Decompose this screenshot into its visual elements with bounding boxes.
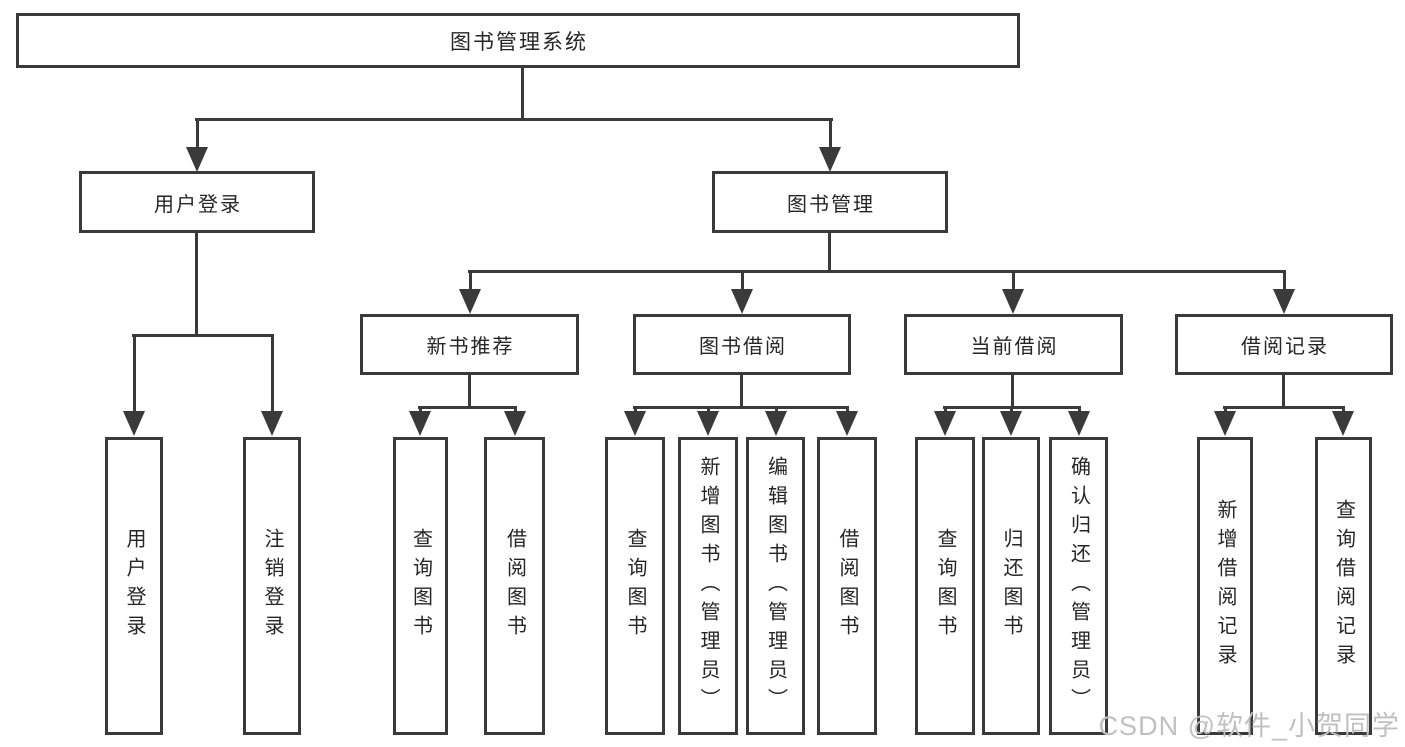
arrowhead-to-borrow-records: [1273, 270, 1295, 314]
arrowhead-group1-child2: [504, 406, 526, 436]
leaf-newbooks-borrow-books-label: 借阅图书: [503, 528, 526, 644]
leaf-current-return-books-label: 归还图书: [1000, 528, 1022, 644]
connector-group1-stem: [468, 375, 471, 409]
node-book-borrowing-label: 图书借阅: [699, 336, 787, 358]
arrowhead-group2-child1: [624, 406, 646, 436]
connector-group2-bus: [633, 406, 849, 409]
connector-login-bus: [132, 334, 274, 337]
node-new-book-recommend: 新书推荐: [360, 314, 579, 375]
leaf-logout: 注销登录: [243, 437, 301, 735]
arrowhead-group2-child2: [697, 406, 719, 436]
node-new-book-recommend-label: 新书推荐: [426, 336, 515, 358]
node-current-borrowing: 当前借阅: [904, 314, 1123, 375]
node-user-login-label: 用户登录: [154, 193, 242, 216]
leaf-current-return-books: 归还图书: [982, 437, 1040, 735]
arrowhead-to-leaf-user-login: [123, 334, 145, 436]
csdn-watermark: CSDN @软件_小贺同学: [1098, 711, 1400, 741]
leaf-borrow-borrow-books-label: 借阅图书: [836, 528, 858, 644]
arrowhead-group2-child3: [765, 406, 787, 436]
leaf-current-confirm-return-admin: 确认归还（管理员）: [1049, 437, 1108, 735]
leaf-records-add-borrow-record-label: 新增借阅记录: [1214, 499, 1236, 673]
node-borrowing-records-label: 借阅记录: [1241, 336, 1329, 358]
leaf-borrow-edit-books-admin-label: 编辑图书（管理员）: [764, 455, 787, 717]
connector-root-stem: [521, 67, 524, 121]
arrowhead-to-user-login: [186, 118, 208, 172]
arrowhead-group1-child1: [409, 406, 431, 436]
arrowhead-group4-child2: [1332, 406, 1354, 436]
node-book-management: 图书管理: [712, 171, 948, 233]
leaf-current-query-books-label: 查询图书: [934, 528, 956, 644]
arrowhead-to-new-books: [459, 270, 481, 314]
connector-management-stem: [828, 233, 831, 273]
leaf-borrow-add-books-admin: 新增图书（管理员）: [678, 437, 738, 735]
leaf-records-query-borrow-record: 查询借阅记录: [1315, 437, 1372, 735]
arrowhead-to-current-borrow: [1002, 270, 1024, 314]
node-book-borrowing: 图书借阅: [633, 314, 851, 375]
node-library-system-label: 图书管理系统: [450, 30, 588, 54]
arrowhead-to-book-management: [819, 118, 841, 172]
node-book-management-label: 图书管理: [787, 193, 875, 216]
leaf-newbooks-query-books-label: 查询图书: [409, 528, 432, 644]
leaf-logout-label: 注销登录: [261, 528, 283, 644]
connector-group4-bus: [1223, 406, 1345, 409]
arrowhead-group3-child3: [1068, 406, 1090, 436]
leaf-borrow-add-books-admin-label: 新增图书（管理员）: [697, 455, 719, 717]
connector-group2-stem: [740, 375, 743, 409]
leaf-newbooks-query-books: 查询图书: [393, 437, 448, 735]
node-user-login: 用户登录: [79, 171, 315, 233]
leaf-newbooks-borrow-books: 借阅图书: [484, 437, 545, 735]
leaf-borrow-query-books: 查询图书: [605, 437, 665, 735]
connector-group1-bus: [418, 406, 517, 409]
leaf-current-confirm-return-admin-label: 确认归还（管理员）: [1067, 455, 1090, 717]
arrowhead-to-leaf-logout: [261, 334, 283, 436]
leaf-user-login-label: 用户登录: [123, 528, 145, 644]
node-library-system: 图书管理系统: [16, 13, 1020, 68]
leaf-current-query-books: 查询图书: [915, 437, 975, 735]
connector-level2-bus: [195, 118, 833, 121]
leaf-records-query-borrow-record-label: 查询借阅记录: [1332, 499, 1355, 673]
leaf-user-login: 用户登录: [105, 437, 163, 735]
arrowhead-to-book-borrow: [731, 270, 753, 314]
leaf-borrow-borrow-books: 借阅图书: [817, 437, 877, 735]
connector-group3-stem: [1011, 375, 1014, 409]
leaf-borrow-edit-books-admin: 编辑图书（管理员）: [746, 437, 805, 735]
arrowhead-group4-child1: [1214, 406, 1236, 436]
node-current-borrowing-label: 当前借阅: [970, 336, 1059, 358]
connector-group4-stem: [1282, 375, 1285, 409]
leaf-borrow-query-books-label: 查询图书: [624, 528, 646, 644]
arrowhead-group2-child4: [836, 406, 858, 436]
leaf-records-add-borrow-record: 新增借阅记录: [1197, 437, 1253, 735]
arrowhead-group3-child1: [934, 406, 956, 436]
node-borrowing-records: 借阅记录: [1175, 314, 1393, 375]
connector-login-stem: [195, 233, 198, 337]
connector-level3-bus: [468, 270, 1286, 273]
arrowhead-group3-child2: [1000, 406, 1022, 436]
